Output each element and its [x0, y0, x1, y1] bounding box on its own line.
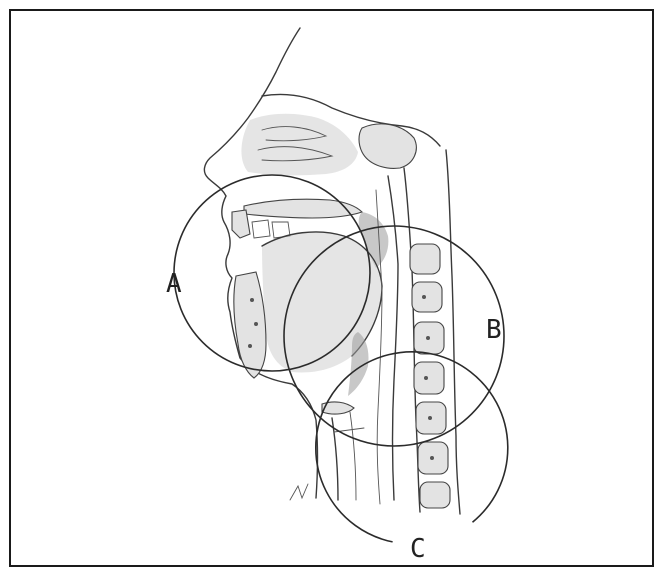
vertebra-marrow-dot: [430, 456, 434, 460]
vertebra-marrow-dot: [424, 376, 428, 380]
region-label-a: A: [166, 269, 182, 299]
sphenoid-sinus: [359, 124, 416, 168]
vertebra: [410, 244, 440, 274]
region-label-b: B: [486, 315, 502, 345]
trachea-inner: [350, 412, 356, 500]
vertebra-marrow-dot: [422, 295, 426, 299]
vertebra: [420, 482, 450, 508]
mandible: [234, 272, 266, 378]
mandible-marrow-dot: [254, 322, 258, 326]
region-label-c: C: [410, 534, 426, 564]
pharyngeal-wall: [388, 176, 398, 500]
vertebra-marrow-dot: [428, 416, 432, 420]
mandible-marrow-dot: [248, 344, 252, 348]
hard-palate: [244, 199, 362, 218]
region-circle-c: [316, 352, 508, 542]
vertebra: [414, 362, 444, 394]
vertebra-marrow-dot: [426, 336, 430, 340]
mandible-marrow-dot: [250, 298, 254, 302]
nasal-cavity: [241, 114, 358, 176]
upper-teeth-row: [252, 220, 290, 238]
cervical-vertebrae: [410, 244, 450, 508]
anatomy-illustration: [204, 28, 460, 514]
neck-skin-detail: [290, 484, 308, 500]
vertebra: [412, 282, 442, 312]
